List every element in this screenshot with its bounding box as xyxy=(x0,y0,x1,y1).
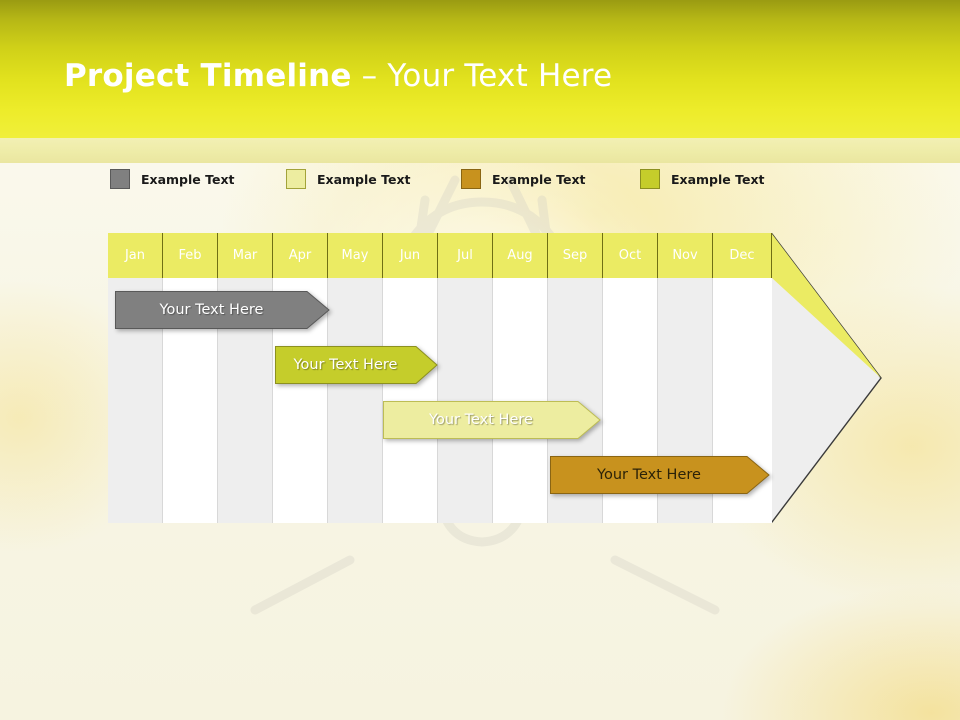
column-gridline xyxy=(382,278,383,523)
column-gridline xyxy=(712,278,713,523)
task-bar-1[interactable]: Your Text Here xyxy=(115,291,330,329)
task-bar-4[interactable]: Your Text Here xyxy=(550,456,770,494)
column-gridline xyxy=(272,278,273,523)
legend-item-3[interactable]: Example Text xyxy=(461,169,586,189)
column-gridline xyxy=(217,278,218,523)
column-gridline xyxy=(547,278,548,523)
task-bar-arrow-shape-2 xyxy=(275,346,438,384)
column-gridline xyxy=(162,278,163,523)
legend: Example Text Example Text Example Text E… xyxy=(110,169,810,191)
page-title-light: – Your Text Here xyxy=(351,58,613,94)
month-header-nov: Nov xyxy=(658,233,713,278)
month-header-oct: Oct xyxy=(603,233,658,278)
task-bar-label-1: Your Text Here xyxy=(159,302,264,318)
legend-swatch-icon-3 xyxy=(461,169,481,189)
month-header-aug: Aug xyxy=(493,233,548,278)
title-bar xyxy=(0,0,960,138)
chart-columns: Jan Feb Mar Apr May Jun xyxy=(108,233,772,523)
month-column-feb: Feb xyxy=(163,233,218,523)
legend-swatch-icon-1 xyxy=(110,169,130,189)
column-gridline xyxy=(492,278,493,523)
column-gridline xyxy=(602,278,603,523)
month-header-jun: Jun xyxy=(383,233,438,278)
month-header-may: May xyxy=(328,233,383,278)
column-gridline xyxy=(657,278,658,523)
task-bar-label-2: Your Text Here xyxy=(293,357,398,373)
legend-label-3: Example Text xyxy=(492,171,586,187)
month-header-feb: Feb xyxy=(163,233,218,278)
task-bar-arrow-shape-4 xyxy=(550,456,770,494)
gantt-chart: Jan Feb Mar Apr May Jun xyxy=(108,233,883,523)
legend-swatch-icon-2 xyxy=(286,169,306,189)
month-header-jul: Jul xyxy=(438,233,493,278)
legend-swatch-icon-4 xyxy=(640,169,660,189)
page-title: Project Timeline – Your Text Here xyxy=(64,58,612,94)
month-header-dec: Dec xyxy=(713,233,772,278)
legend-item-2[interactable]: Example Text xyxy=(286,169,411,189)
month-column-mar: Mar xyxy=(218,233,273,523)
task-bar-3[interactable]: Your Text Here xyxy=(383,401,601,439)
legend-item-1[interactable]: Example Text xyxy=(110,169,235,189)
task-bar-label-3: Your Text Here xyxy=(429,412,533,428)
legend-label-4: Example Text xyxy=(671,171,765,187)
page-title-bold: Project Timeline xyxy=(64,58,352,94)
task-bar-arrow-shape-1 xyxy=(115,291,330,329)
legend-label-1: Example Text xyxy=(141,171,235,187)
month-column-jan: Jan xyxy=(108,233,163,523)
month-column-aug: Aug xyxy=(493,233,548,523)
task-bar-label-4: Your Text Here xyxy=(597,467,701,483)
month-header-mar: Mar xyxy=(218,233,273,278)
task-bar-2[interactable]: Your Text Here xyxy=(275,346,438,384)
column-gridline xyxy=(327,278,328,523)
month-header-jan: Jan xyxy=(108,233,163,278)
column-gridline xyxy=(437,278,438,523)
month-header-apr: Apr xyxy=(273,233,328,278)
task-bar-arrow-shape-3 xyxy=(383,401,601,439)
title-bar-accent-strip xyxy=(0,138,960,163)
month-column-jul: Jul xyxy=(438,233,493,523)
legend-label-2: Example Text xyxy=(317,171,411,187)
month-header-sep: Sep xyxy=(548,233,603,278)
legend-item-4[interactable]: Example Text xyxy=(640,169,765,189)
